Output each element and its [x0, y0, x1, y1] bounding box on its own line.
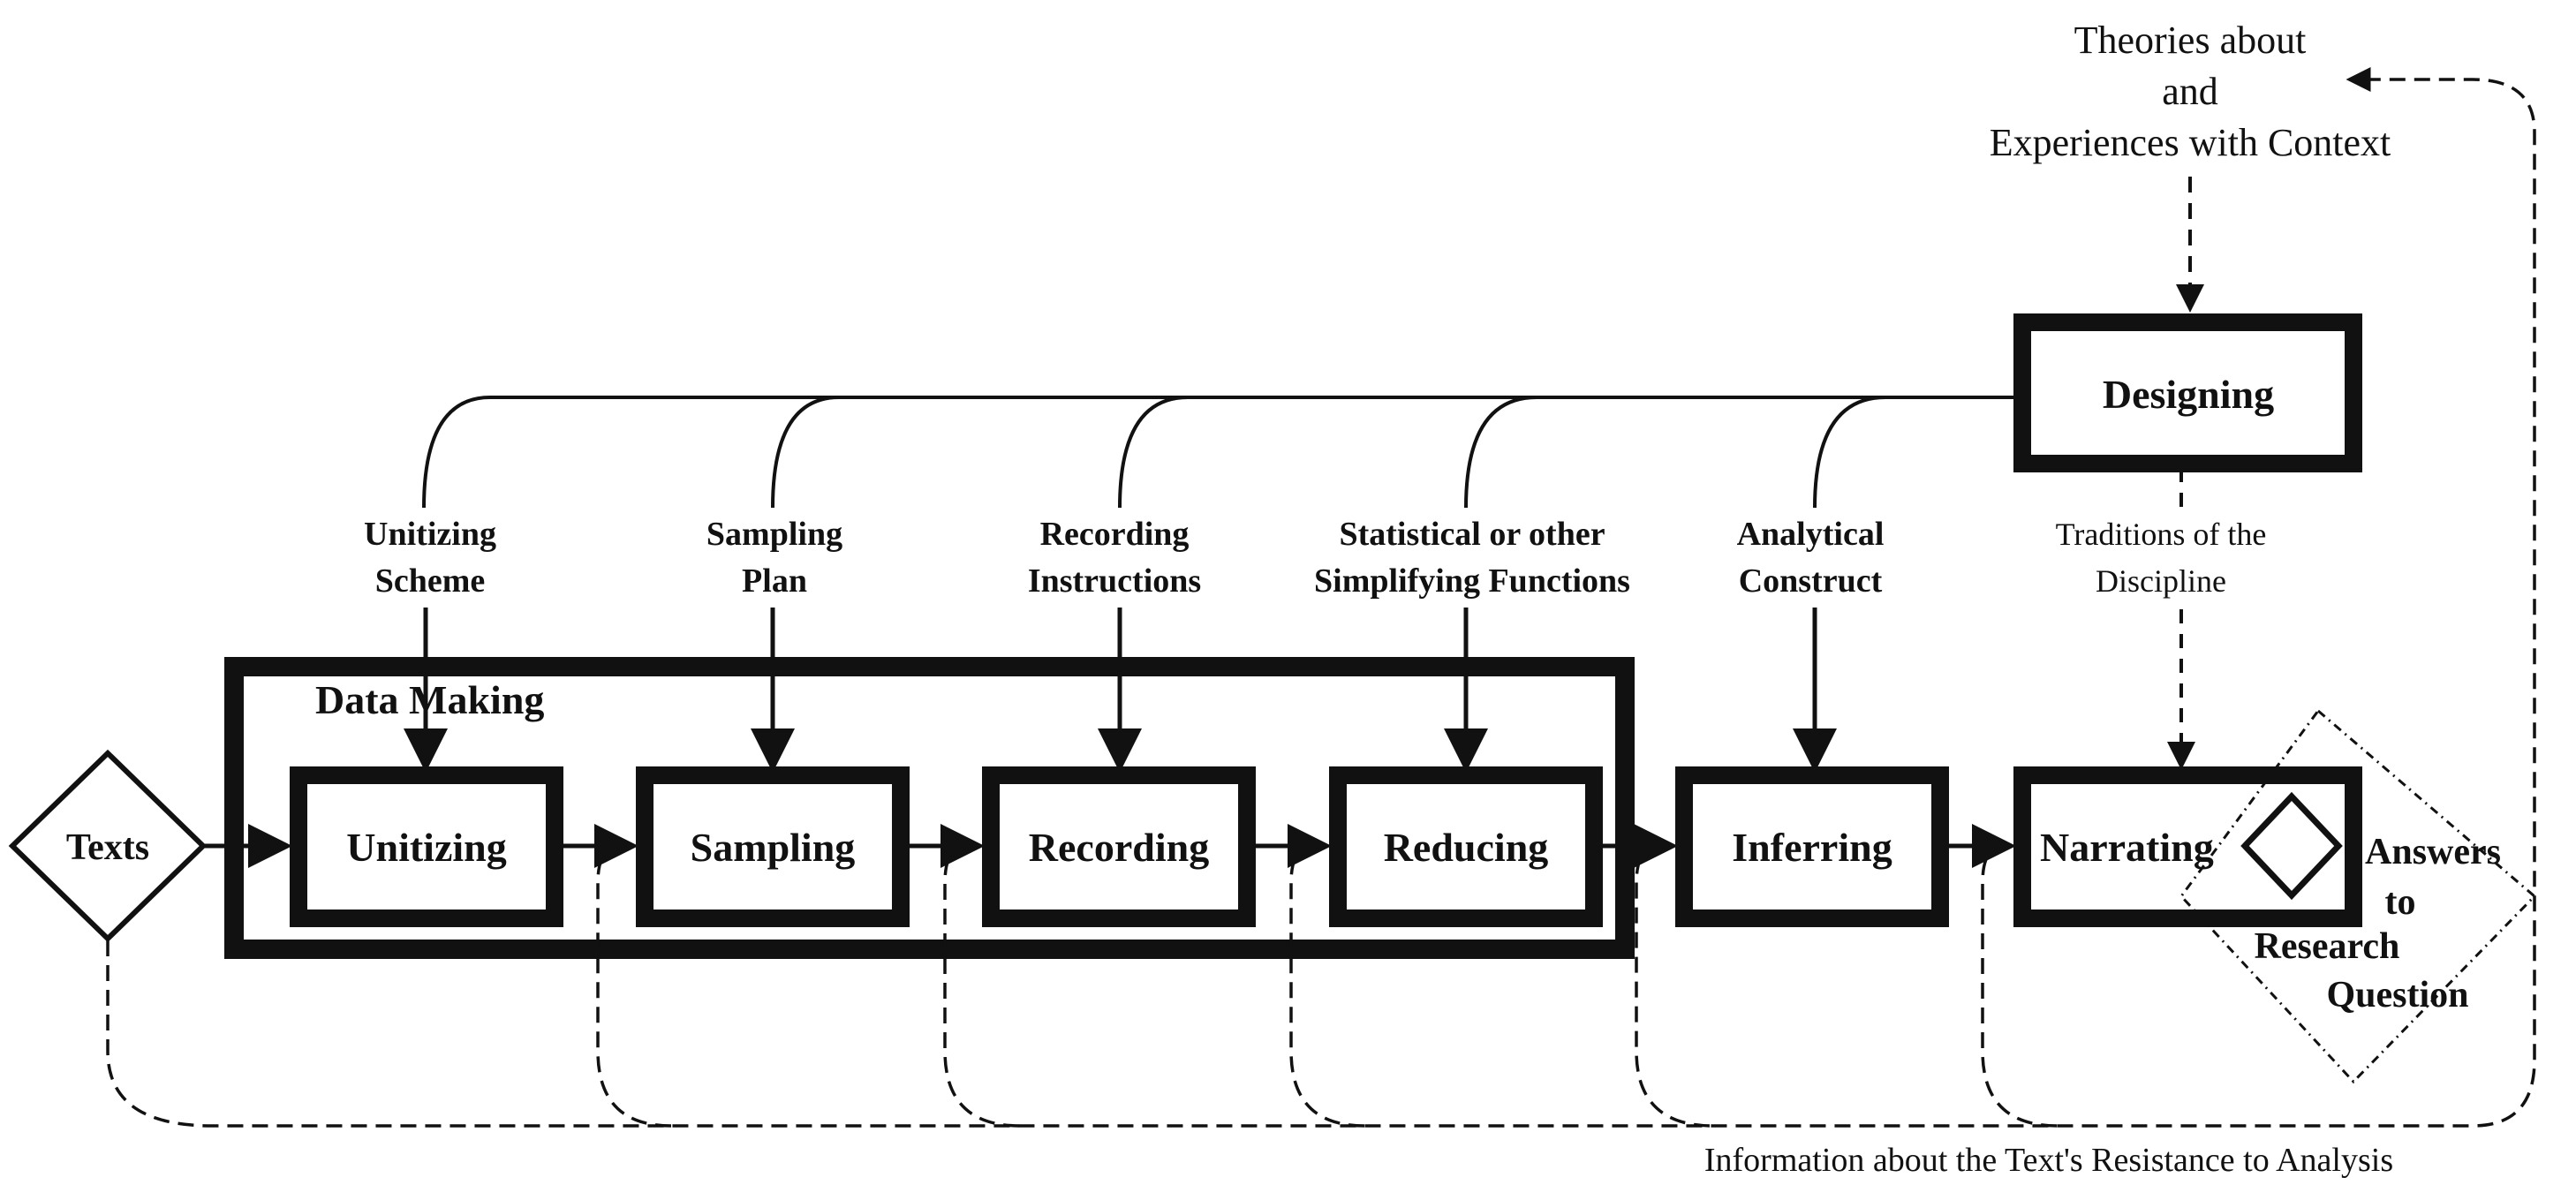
texts-diamond: Texts [8, 749, 208, 943]
param-analytical-construct-1: Analytical [1737, 516, 1885, 553]
answers-line-4: Question [2326, 975, 2468, 1015]
answers-diamond [2240, 791, 2343, 901]
sampling-box: Sampling [636, 766, 910, 927]
param-recording-instructions-1: Recording [1040, 516, 1190, 553]
recording-label: Recording [1029, 825, 1209, 870]
reducing-label: Reducing [1384, 825, 1549, 870]
param-sampling-plan-1: Sampling [706, 516, 842, 553]
param-analytical-construct-2: Construct [1739, 562, 1883, 600]
data-making-label: Data Making [315, 677, 544, 722]
reducing-box: Reducing [1329, 766, 1603, 927]
answers-line-1: Answers [2365, 832, 2501, 872]
answers-line-2: to [2385, 882, 2416, 923]
param-recording-instructions-2: Instructions [1028, 562, 1201, 600]
param-unitizing-scheme-1: Unitizing [364, 516, 496, 553]
feedback-loops [106, 67, 2536, 1128]
texts-label: Texts [66, 827, 149, 868]
inferring-box: Inferring [1675, 766, 1949, 927]
design-branches [422, 396, 1886, 509]
designing-box: Designing [2013, 313, 2362, 472]
sampling-label: Sampling [691, 825, 856, 870]
answers-outer-diamond [2179, 708, 2537, 1084]
param-sampling-plan-2: Plan [742, 562, 807, 600]
param-unitizing-scheme-2: Scheme [375, 562, 486, 600]
unitizing-label: Unitizing [346, 825, 506, 870]
param-simplifying-functions-2: Simplifying Functions [1314, 562, 1630, 600]
context-line-3: Experiences with Context [1990, 121, 2391, 164]
feedback-label: Information about the Text's Resistance … [1704, 1142, 2393, 1179]
inferring-label: Inferring [1732, 825, 1892, 870]
narrating-label: Narrating [2040, 825, 2214, 870]
context-label: Theories about and Experiences with Cont… [1990, 19, 2391, 164]
param-traditions-2: Discipline [2096, 563, 2226, 599]
context-line-2: and [2162, 70, 2218, 113]
param-simplifying-functions-1: Statistical or other [1339, 516, 1605, 553]
context-line-1: Theories about [2074, 19, 2307, 62]
data-making-group: Data Making [224, 657, 1635, 959]
parameter-arrows [404, 608, 1837, 773]
answers-line-3: Research [2255, 926, 2400, 967]
answers-label: Answers to Research Question [2255, 832, 2501, 1015]
recording-box: Recording [982, 766, 1256, 927]
designing-label: Designing [2103, 372, 2274, 417]
param-traditions-1: Traditions of the [2056, 517, 2267, 552]
unitizing-box: Unitizing [290, 766, 563, 927]
